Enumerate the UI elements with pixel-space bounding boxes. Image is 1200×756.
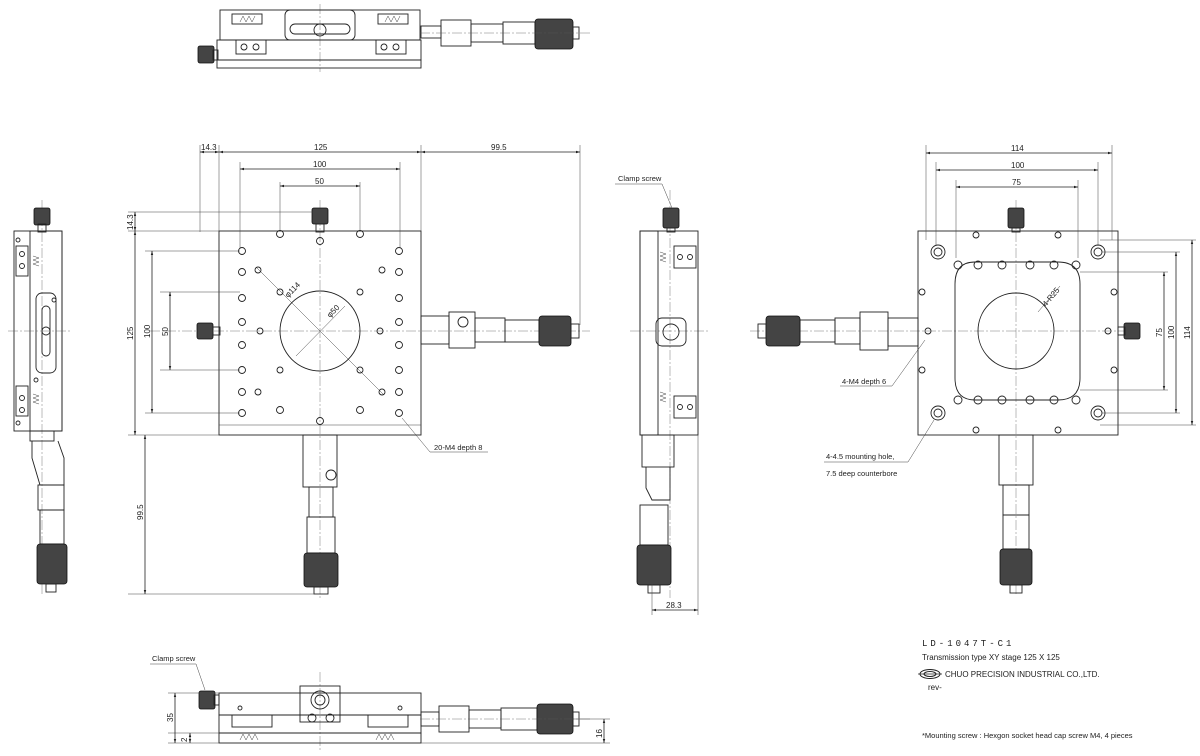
dim-100-left: 100 bbox=[143, 324, 152, 338]
callout-clamp-screw-side: Clamp screw bbox=[618, 174, 662, 183]
dim-114-top-right: 114 bbox=[1011, 144, 1024, 153]
revision: rev- bbox=[928, 683, 942, 692]
bottom-view-dimensions: 114 100 75 75 100 114 4-R25 4-M4 depth 6… bbox=[824, 144, 1196, 478]
dim-16: 16 bbox=[595, 729, 604, 738]
callout-mounting-hole: 4-4.5 mounting hole, bbox=[826, 452, 894, 461]
dim-28-3: 28.3 bbox=[666, 601, 682, 610]
dim-114-right: 114 bbox=[1183, 326, 1192, 339]
main-plan-dimensions: 14.3 125 99.5 100 50 14.3 125 100 50 99.… bbox=[126, 143, 581, 595]
right-side-view: 28.3 Clamp screw bbox=[615, 174, 710, 615]
dim-99-5-right: 99.5 bbox=[491, 143, 507, 152]
title-block: LD-1047T-C1 Transmission type XY stage 1… bbox=[918, 639, 1133, 740]
hole-pattern bbox=[238, 230, 403, 425]
company-name: CHUO PRECISION INDUSTRIAL CO.,LTD. bbox=[945, 670, 1100, 679]
company-logo-icon bbox=[918, 669, 942, 679]
bottom-plan-view bbox=[750, 200, 1141, 595]
model-number: LD-1047T-C1 bbox=[922, 639, 1014, 649]
dim-75-right: 75 bbox=[1155, 328, 1164, 337]
main-plan-view bbox=[150, 200, 590, 600]
dim-99-5-bottom: 99.5 bbox=[136, 504, 145, 520]
dim-2: 2 bbox=[180, 737, 189, 742]
dim-100-right: 100 bbox=[1167, 325, 1176, 339]
bottom-elevation-view: 35 2 16 Clamp screw bbox=[150, 654, 610, 750]
top-elevation-view bbox=[197, 4, 590, 72]
dim-125-left: 125 bbox=[126, 326, 135, 340]
callout-counterbore: 7.5 deep counterbore bbox=[826, 469, 897, 478]
callout-20-m4-depth-8: 20-M4 depth 8 bbox=[434, 443, 482, 452]
dim-50-left: 50 bbox=[161, 327, 170, 336]
dim-125-top: 125 bbox=[314, 143, 328, 152]
callout-clamp-screw-front: Clamp screw bbox=[152, 654, 196, 663]
callout-4-m4-depth-6: 4-M4 depth 6 bbox=[842, 377, 886, 386]
product-description: Transmission type XY stage 125 X 125 bbox=[922, 653, 1060, 662]
dim-75-top-right: 75 bbox=[1012, 178, 1021, 187]
dim-50-top: 50 bbox=[315, 177, 324, 186]
dim-14-3-top: 14.3 bbox=[201, 143, 217, 152]
dim-35: 35 bbox=[166, 713, 175, 722]
mounting-screw-note: *Mounting screw : Hexgon socket head cap… bbox=[922, 731, 1133, 740]
left-side-view bbox=[8, 200, 70, 595]
dim-14-3-left: 14.3 bbox=[126, 214, 135, 230]
dim-100-top-right: 100 bbox=[1011, 161, 1025, 170]
dim-phi-50: φ50 bbox=[325, 303, 342, 320]
dim-100-top: 100 bbox=[313, 160, 327, 169]
